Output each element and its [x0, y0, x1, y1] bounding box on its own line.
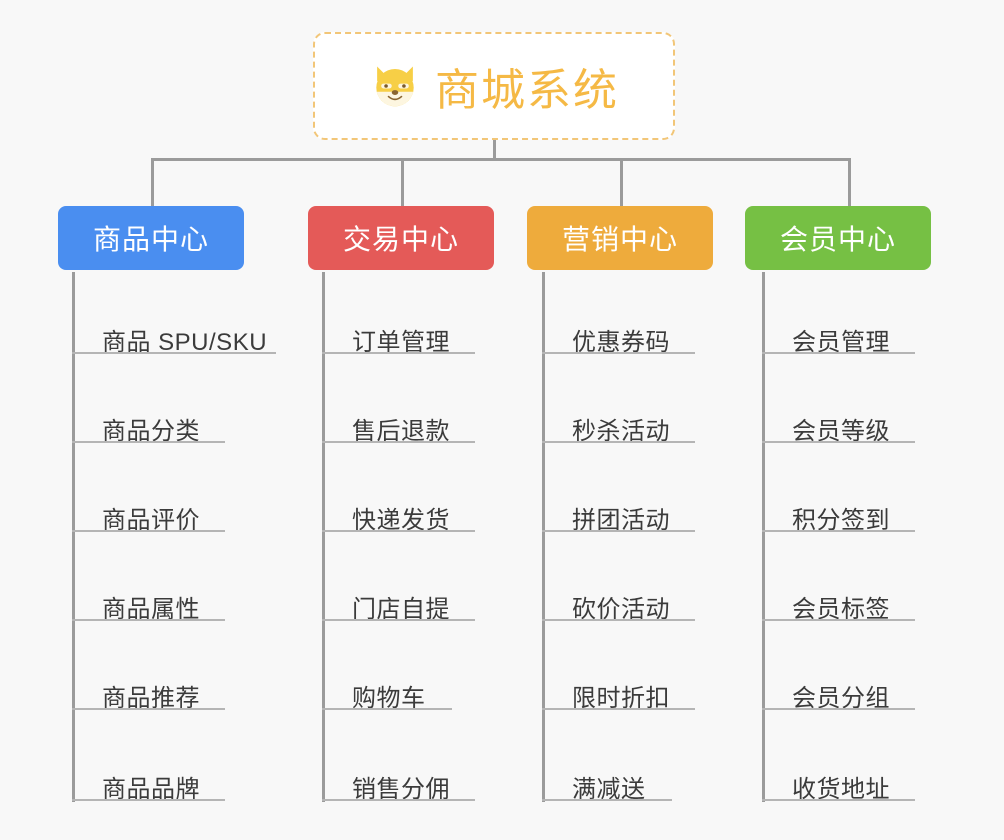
leaf-underline-2-2 — [322, 441, 475, 443]
leaf-label-1-4[interactable]: 商品属性 — [102, 596, 200, 623]
leaf-underline-2-3 — [322, 530, 475, 532]
root-node[interactable]: 商城系统 — [313, 32, 675, 140]
spine-4 — [762, 272, 765, 802]
leaf-underline-1-5 — [72, 708, 225, 710]
category-label-4: 会员中心 — [779, 224, 896, 255]
category-box-2[interactable]: 交易中心 — [308, 206, 494, 270]
leaf-underline-4-4 — [762, 619, 915, 621]
leaf-label-2-3[interactable]: 快递发货 — [352, 507, 450, 534]
category-label-3: 营销中心 — [561, 224, 678, 255]
leaf-underline-3-6 — [542, 799, 672, 801]
leaf-underline-1-3 — [72, 530, 225, 532]
leaf-label-3-6[interactable]: 满减送 — [572, 776, 646, 803]
leaf-label-3-5[interactable]: 限时折扣 — [572, 685, 670, 712]
connector-drop-4 — [848, 158, 851, 206]
leaf-label-4-2[interactable]: 会员等级 — [792, 418, 890, 445]
leaf-label-4-5[interactable]: 会员分组 — [792, 685, 890, 712]
connector-drop-3 — [620, 158, 623, 206]
leaf-label-3-3[interactable]: 拼团活动 — [572, 507, 670, 534]
spine-3 — [542, 272, 545, 802]
leaf-label-1-1[interactable]: 商品 SPU/SKU — [102, 329, 268, 356]
leaf-underline-4-3 — [762, 530, 915, 532]
leaf-label-1-3[interactable]: 商品评价 — [102, 507, 200, 534]
shiba-dog-face-icon — [369, 60, 421, 112]
spine-1 — [72, 272, 75, 802]
leaf-label-1-5[interactable]: 商品推荐 — [102, 685, 200, 712]
leaf-label-4-4[interactable]: 会员标签 — [792, 596, 890, 623]
leaf-underline-1-1 — [72, 352, 276, 354]
leaf-underline-4-2 — [762, 441, 915, 443]
leaf-label-4-1[interactable]: 会员管理 — [792, 329, 890, 356]
leaf-underline-4-6 — [762, 799, 915, 801]
leaf-underline-3-5 — [542, 708, 695, 710]
leaf-label-3-1[interactable]: 优惠券码 — [572, 329, 670, 356]
root-title: 商城系统 — [435, 66, 619, 115]
leaf-label-2-6[interactable]: 销售分佣 — [352, 776, 450, 803]
category-box-4[interactable]: 会员中心 — [745, 206, 931, 270]
leaf-label-4-3[interactable]: 积分签到 — [792, 507, 890, 534]
leaf-underline-1-2 — [72, 441, 225, 443]
leaf-label-3-4[interactable]: 砍价活动 — [572, 596, 670, 623]
leaf-underline-2-5 — [322, 708, 452, 710]
leaf-label-2-4[interactable]: 门店自提 — [352, 596, 450, 623]
category-label-2: 交易中心 — [342, 224, 459, 255]
leaf-underline-3-2 — [542, 441, 695, 443]
leaf-underline-3-4 — [542, 619, 695, 621]
leaf-label-3-2[interactable]: 秒杀活动 — [572, 418, 670, 445]
connector-drop-2 — [401, 158, 404, 206]
leaf-underline-4-1 — [762, 352, 915, 354]
leaf-underline-2-4 — [322, 619, 475, 621]
leaf-label-2-1[interactable]: 订单管理 — [352, 329, 450, 356]
leaf-label-1-6[interactable]: 商品品牌 — [102, 776, 200, 803]
spine-2 — [322, 272, 325, 802]
connector-horizontal-bus — [151, 158, 851, 161]
leaf-underline-3-3 — [542, 530, 695, 532]
leaf-underline-2-1 — [322, 352, 475, 354]
category-label-1: 商品中心 — [92, 224, 209, 255]
connector-root-stem — [493, 140, 496, 161]
leaf-underline-4-5 — [762, 708, 915, 710]
leaf-underline-1-6 — [72, 799, 225, 801]
leaf-underline-1-4 — [72, 619, 225, 621]
leaf-label-2-2[interactable]: 售后退款 — [352, 418, 450, 445]
connector-drop-1 — [151, 158, 154, 206]
category-box-1[interactable]: 商品中心 — [58, 206, 244, 270]
leaf-label-1-2[interactable]: 商品分类 — [102, 418, 200, 445]
leaf-underline-2-6 — [322, 799, 475, 801]
category-box-3[interactable]: 营销中心 — [527, 206, 713, 270]
leaf-label-4-6[interactable]: 收货地址 — [792, 776, 890, 803]
leaf-underline-3-1 — [542, 352, 695, 354]
leaf-label-2-5[interactable]: 购物车 — [352, 685, 426, 712]
